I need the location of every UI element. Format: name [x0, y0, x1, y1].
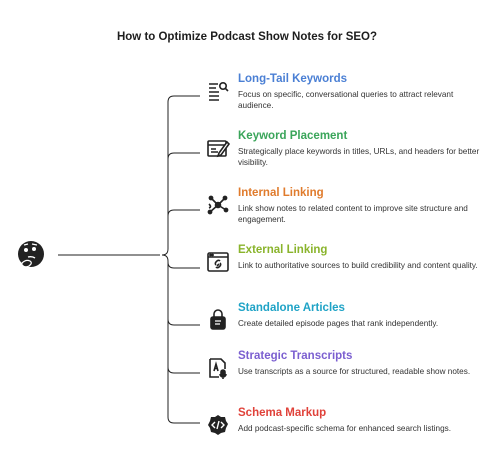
item-external-linking: External Linking Link to authoritative s…	[206, 244, 486, 288]
item-description: Focus on specific, conversational querie…	[238, 90, 454, 110]
item-description: Link show notes to related content to im…	[238, 204, 468, 224]
item-description: Use transcripts as a source for structur…	[238, 367, 471, 376]
transcript-mic-icon	[206, 356, 230, 380]
item-schema-markup: Schema Markup Add podcast-specific schem…	[206, 407, 486, 451]
item-heading: Keyword Placement	[238, 130, 348, 142]
lock-document-icon	[206, 308, 230, 332]
item-description: Create detailed episode pages that rank …	[238, 319, 439, 328]
network-icon	[206, 193, 230, 217]
item-strategic-transcripts: Strategic Transcripts Use transcripts as…	[206, 350, 486, 394]
item-heading: Schema Markup	[238, 407, 327, 419]
code-badge-icon	[206, 413, 230, 437]
thinking-face-icon	[14, 237, 48, 271]
item-heading: Strategic Transcripts	[238, 350, 353, 362]
item-heading: Internal Linking	[238, 187, 324, 199]
item-heading: External Linking	[238, 244, 328, 256]
edit-page-icon	[206, 136, 231, 160]
item-standalone-articles: Standalone Articles Create detailed epis…	[206, 302, 486, 346]
item-keyword-placement: Keyword Placement Strategically place ke…	[206, 130, 486, 174]
item-internal-linking: Internal Linking Link show notes to rela…	[206, 187, 486, 231]
item-description: Add podcast-specific schema for enhanced…	[238, 424, 451, 433]
item-heading: Standalone Articles	[238, 302, 345, 314]
item-long-tail-keywords: Long-Tail Keywords Focus on specific, co…	[206, 73, 486, 117]
external-link-icon	[206, 250, 230, 274]
item-description: Strategically place keywords in titles, …	[238, 147, 480, 167]
item-heading: Long-Tail Keywords	[238, 73, 348, 85]
diagram-title: How to Optimize Podcast Show Notes for S…	[116, 31, 378, 43]
search-list-icon	[206, 79, 230, 103]
item-description: Link to authoritative sources to build c…	[238, 261, 478, 270]
